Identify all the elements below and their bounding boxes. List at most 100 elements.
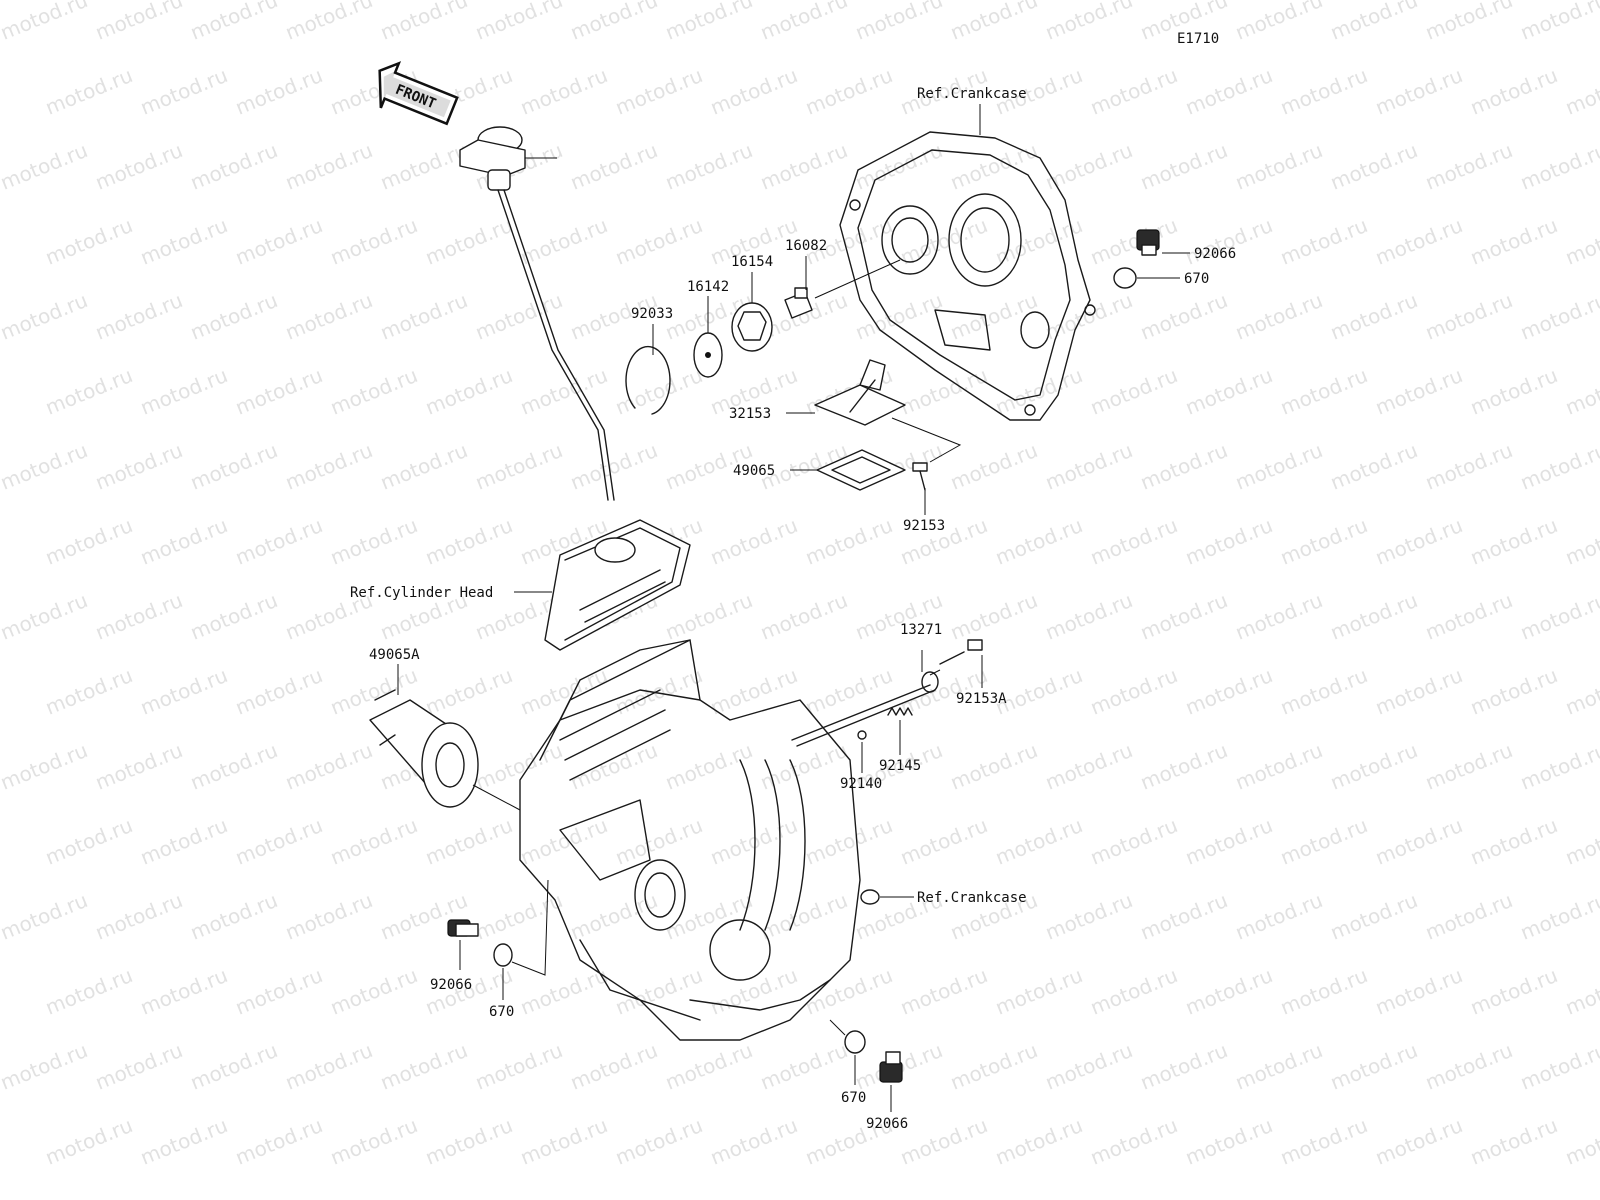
label-16154: 16154 bbox=[731, 254, 773, 270]
watermark-text: motod.ru bbox=[327, 513, 421, 570]
watermark-text: motod.ru bbox=[137, 213, 231, 270]
watermark-text: motod.ru bbox=[92, 1038, 186, 1095]
part-16082 bbox=[784, 287, 813, 319]
watermark-text: motod.ru bbox=[662, 588, 756, 645]
label-49065: 49065 bbox=[733, 463, 775, 479]
watermark-text: motod.ru bbox=[567, 1038, 661, 1095]
watermark-text: motod.ru bbox=[1042, 738, 1136, 795]
watermark-text: motod.ru bbox=[232, 963, 326, 1020]
watermark-text: motod.ru bbox=[947, 138, 1041, 195]
watermark-text: motod.ru bbox=[517, 63, 611, 120]
watermark-text: motod.ru bbox=[187, 738, 281, 795]
watermark-text: motod.ru bbox=[1517, 288, 1600, 345]
watermark-text: motod.ru bbox=[1182, 363, 1276, 420]
watermark-text: motod.ru bbox=[1467, 63, 1561, 120]
watermark-text: motod.ru bbox=[707, 963, 801, 1020]
label-92033: 92033 bbox=[631, 306, 673, 322]
watermark-text: motod.ru bbox=[282, 888, 376, 945]
watermark-text: motod.ru bbox=[232, 363, 326, 420]
label-16082: 16082 bbox=[785, 238, 827, 254]
watermark-text: motod.ru bbox=[1422, 138, 1516, 195]
watermark-text: motod.ru bbox=[662, 888, 756, 945]
diagram-code: E1710 bbox=[1177, 31, 1219, 47]
label-32153: 32153 bbox=[729, 406, 771, 422]
watermark-text: motod.ru bbox=[232, 1113, 326, 1170]
watermark-text: motod.ru bbox=[327, 1113, 421, 1170]
watermark-text: motod.ru bbox=[1422, 588, 1516, 645]
o-ring-left-part bbox=[493, 943, 513, 967]
label-92145: 92145 bbox=[879, 758, 921, 774]
watermark-text: motod.ru bbox=[282, 438, 376, 495]
watermark-text: motod.ru bbox=[1517, 438, 1600, 495]
watermark-text: motod.ru bbox=[282, 0, 376, 45]
watermark-text: motod.ru bbox=[1137, 738, 1231, 795]
watermark-text: motod.ru bbox=[802, 513, 896, 570]
watermark-text: motod.ru bbox=[422, 513, 516, 570]
watermark-text: motod.ru bbox=[1517, 1038, 1600, 1095]
watermark-text: motod.ru bbox=[1277, 813, 1371, 870]
ball-part-92140 bbox=[857, 730, 867, 740]
watermark-text: motod.ru bbox=[282, 288, 376, 345]
watermark-text: motod.ru bbox=[1277, 363, 1371, 420]
washer-part-16142 bbox=[693, 332, 723, 378]
watermark-text: motod.ru bbox=[1422, 1038, 1516, 1095]
watermark-text: motod.ru bbox=[1372, 513, 1466, 570]
watermark-text: motod.ru bbox=[662, 738, 756, 795]
drain-plug-top-part bbox=[1136, 229, 1160, 256]
watermark-text: motod.ru bbox=[707, 663, 801, 720]
watermark-text: motod.ru bbox=[947, 1038, 1041, 1095]
watermark-text: motod.ru bbox=[0, 288, 91, 345]
watermark-text: motod.ru bbox=[992, 363, 1086, 420]
watermark-text: motod.ru bbox=[1087, 213, 1181, 270]
watermark-text: motod.ru bbox=[1562, 813, 1600, 870]
watermark-text: motod.ru bbox=[757, 588, 851, 645]
watermark-text: motod.ru bbox=[1232, 888, 1326, 945]
bolt-part-92153A bbox=[939, 639, 983, 665]
watermark-text: motod.ru bbox=[42, 963, 136, 1020]
o-ring-top-part bbox=[1113, 267, 1137, 289]
label-92153A: 92153A bbox=[956, 691, 1007, 707]
watermark-text: motod.ru bbox=[137, 813, 231, 870]
watermark-text: motod.ru bbox=[472, 288, 566, 345]
watermark-text: motod.ru bbox=[897, 213, 991, 270]
watermark-text: motod.ru bbox=[472, 0, 566, 45]
watermark-text: motod.ru bbox=[1562, 663, 1600, 720]
filter-screen-part-49065 bbox=[816, 449, 906, 491]
watermark-text: motod.ru bbox=[1422, 288, 1516, 345]
watermark-text: motod.ru bbox=[567, 738, 661, 795]
watermark-text: motod.ru bbox=[1042, 888, 1136, 945]
watermark-text: motod.ru bbox=[662, 138, 756, 195]
watermark-text: motod.ru bbox=[422, 363, 516, 420]
watermark-text: motod.ru bbox=[1467, 663, 1561, 720]
watermark-text: motod.ru bbox=[1182, 813, 1276, 870]
watermark-text: motod.ru bbox=[232, 513, 326, 570]
watermark-text: motod.ru bbox=[897, 363, 991, 420]
watermark-text: motod.ru bbox=[92, 588, 186, 645]
watermark-text: motod.ru bbox=[422, 213, 516, 270]
watermark-text: motod.ru bbox=[1372, 963, 1466, 1020]
watermark-text: motod.ru bbox=[1467, 513, 1561, 570]
watermark-text: motod.ru bbox=[992, 963, 1086, 1020]
label-670-top: 670 bbox=[1184, 271, 1209, 287]
watermark-text: motod.ru bbox=[1467, 213, 1561, 270]
watermark-text: motod.ru bbox=[1517, 888, 1600, 945]
watermark-text: motod.ru bbox=[897, 963, 991, 1020]
watermark-text: motod.ru bbox=[187, 588, 281, 645]
watermark-text: motod.ru bbox=[377, 138, 471, 195]
watermark-text: motod.ru bbox=[92, 438, 186, 495]
watermark-text: motod.ru bbox=[1137, 288, 1231, 345]
label-49065A: 49065A bbox=[369, 647, 420, 663]
watermark-text: motod.ru bbox=[1327, 138, 1421, 195]
watermark-text: motod.ru bbox=[0, 588, 91, 645]
watermark-text: motod.ru bbox=[187, 288, 281, 345]
watermark-text: motod.ru bbox=[1137, 138, 1231, 195]
watermark-text: motod.ru bbox=[757, 0, 851, 45]
watermark-text: motod.ru bbox=[1087, 963, 1181, 1020]
watermark-text: motod.ru bbox=[1277, 513, 1371, 570]
watermark-text: motod.ru bbox=[852, 0, 946, 45]
watermark-text: motod.ru bbox=[1042, 588, 1136, 645]
watermark-text: motod.ru bbox=[42, 813, 136, 870]
watermark-text: motod.ru bbox=[517, 813, 611, 870]
watermark-text: motod.ru bbox=[757, 138, 851, 195]
